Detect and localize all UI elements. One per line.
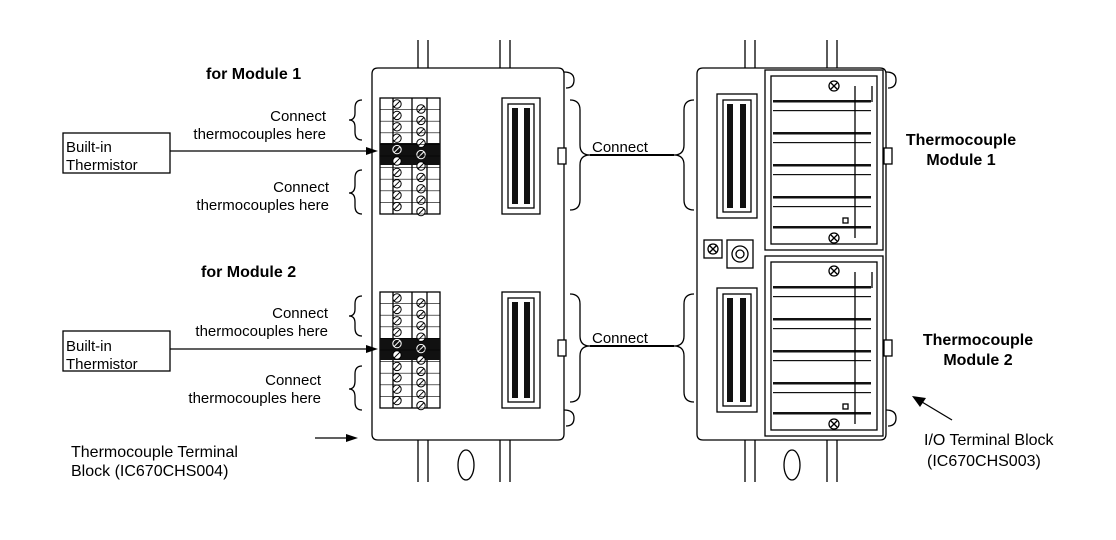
thermistor-label: Thermistor bbox=[66, 356, 138, 373]
screw-slot bbox=[417, 117, 425, 124]
thermocouple-terminal-block bbox=[371, 67, 575, 441]
screw-slot bbox=[393, 180, 401, 188]
connector-left-top bbox=[501, 97, 541, 215]
module-rib bbox=[773, 100, 871, 103]
screw-slot bbox=[393, 317, 401, 325]
screw-slot bbox=[393, 385, 401, 393]
module-rib bbox=[773, 110, 871, 112]
connector-right-bottom bbox=[716, 287, 758, 413]
ground-screw-icon bbox=[703, 239, 754, 269]
screw-slot bbox=[417, 151, 425, 158]
screw-terminals-module-2 bbox=[379, 291, 441, 411]
screw-slot bbox=[393, 123, 401, 131]
terminal-block-arrow bbox=[315, 434, 358, 442]
connect-brace-bottom bbox=[569, 293, 695, 403]
screw-slot bbox=[393, 374, 401, 382]
module-rib bbox=[773, 226, 871, 229]
screw-slot bbox=[393, 146, 401, 153]
module-rib bbox=[773, 206, 871, 208]
screw-slot bbox=[417, 322, 425, 330]
module-rib bbox=[773, 196, 871, 199]
connect-here-label: thermocouples here bbox=[193, 126, 326, 143]
screw-slot bbox=[417, 139, 425, 147]
io-block-arrow bbox=[912, 396, 953, 421]
screw-slot bbox=[393, 112, 401, 119]
screw-slot bbox=[417, 356, 425, 364]
screw-slot bbox=[393, 157, 401, 165]
module-rib bbox=[773, 412, 871, 415]
screw-slot bbox=[417, 299, 425, 307]
screw-slot bbox=[417, 162, 425, 170]
module-rib bbox=[773, 286, 871, 289]
io-terminal-block bbox=[696, 67, 897, 441]
module-rib bbox=[773, 174, 871, 176]
screw-slot bbox=[393, 134, 401, 142]
tc-module-1-label: Thermocouple bbox=[906, 132, 1016, 149]
module-rib bbox=[773, 142, 871, 144]
io-block-label: (IC670CHS003) bbox=[927, 453, 1041, 470]
thermistor-callout-2 bbox=[62, 330, 378, 372]
thermistor-label: Built-in bbox=[66, 338, 112, 355]
tc-module-2-label: Thermocouple bbox=[923, 332, 1033, 349]
terminal-block-label: Block (IC670CHS004) bbox=[71, 463, 228, 480]
screw-slot bbox=[417, 208, 425, 215]
connect-here-label: Connect bbox=[265, 372, 322, 389]
screw-slot bbox=[393, 397, 401, 404]
screw-slot bbox=[393, 203, 401, 210]
for-module-1-label: for Module 1 bbox=[206, 66, 301, 83]
module-rib bbox=[773, 382, 871, 385]
connect-label-1: Connect bbox=[592, 139, 649, 156]
screw-slot bbox=[417, 311, 425, 318]
screw-slot bbox=[417, 402, 425, 409]
thermocouple-module-2 bbox=[764, 255, 884, 437]
screw-slot bbox=[417, 345, 425, 352]
thermistor-callout-1 bbox=[62, 132, 378, 174]
module-rib bbox=[773, 328, 871, 330]
screw-slot bbox=[393, 351, 401, 359]
thermocouple-module-1 bbox=[764, 69, 884, 251]
connector-left-bottom bbox=[501, 291, 541, 409]
screw-slot bbox=[393, 340, 401, 347]
connect-here-label: thermocouples here bbox=[196, 197, 329, 214]
screw-slot bbox=[393, 100, 401, 108]
connect-here-label: Connect bbox=[273, 179, 330, 196]
screw-slot bbox=[393, 169, 401, 176]
screw-slot bbox=[393, 363, 401, 370]
module-rib bbox=[773, 392, 871, 394]
thermistor-label: Thermistor bbox=[66, 157, 138, 174]
module-rib bbox=[773, 132, 871, 135]
module-rib bbox=[773, 318, 871, 321]
connect-brace-top bbox=[569, 99, 695, 211]
module-rib bbox=[773, 296, 871, 298]
module-rib bbox=[773, 350, 871, 353]
thermistor-label: Built-in bbox=[66, 139, 112, 156]
connect-here-label: Connect bbox=[270, 108, 327, 125]
screw-slot bbox=[393, 294, 401, 302]
connect-here-label: Connect bbox=[272, 305, 329, 322]
connect-here-label: thermocouples here bbox=[188, 390, 321, 407]
screw-slot bbox=[393, 306, 401, 313]
tc-module-1-label: Module 1 bbox=[926, 152, 995, 169]
io-block-label: I/O Terminal Block bbox=[924, 432, 1055, 449]
tc-module-2-label: Module 2 bbox=[943, 352, 1012, 369]
screw-slot bbox=[417, 128, 425, 136]
for-module-2-label: for Module 2 bbox=[201, 264, 296, 281]
connect-here-label: thermocouples here bbox=[195, 323, 328, 340]
screw-slot bbox=[393, 191, 401, 199]
screw-terminals-module-1 bbox=[379, 97, 441, 217]
terminal-block-label: Thermocouple Terminal bbox=[71, 444, 238, 461]
screw-slot bbox=[417, 333, 425, 341]
module-rib bbox=[773, 360, 871, 362]
screw-slot bbox=[393, 328, 401, 336]
din-rail-left bbox=[417, 40, 511, 482]
connector-right-top bbox=[716, 93, 758, 219]
module-rib bbox=[773, 164, 871, 167]
screw-slot bbox=[417, 105, 425, 113]
thermocouple-braces bbox=[348, 99, 363, 411]
connect-label-2: Connect bbox=[592, 330, 649, 347]
din-rail-right bbox=[744, 40, 838, 482]
